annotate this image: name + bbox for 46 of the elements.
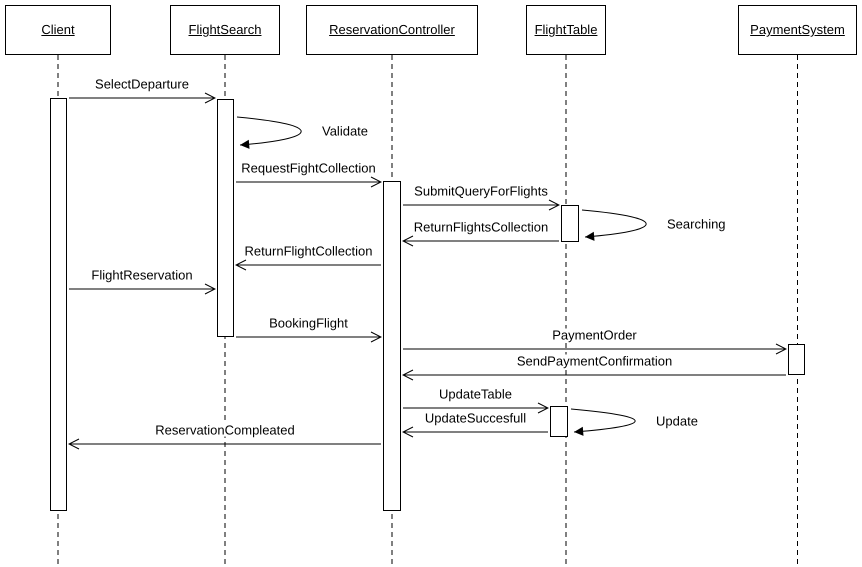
message-label: ReturnFlightsCollection	[412, 220, 550, 234]
object-name: FlightTable	[534, 21, 598, 40]
message-label: ReturnFlightCollection	[244, 244, 374, 258]
object-box	[526, 5, 606, 55]
object-box	[5, 5, 111, 55]
message-arrow	[402, 344, 786, 354]
activation-bar	[561, 205, 579, 242]
message-label: SelectDeparture	[94, 78, 190, 90]
activation-bar	[550, 406, 568, 437]
message-label: SendPaymentConfirmation	[516, 354, 674, 368]
message-label: Validate	[321, 124, 370, 138]
self-message-arrow	[570, 408, 636, 436]
object-name: ReservationController	[329, 21, 455, 40]
message-label: UpdateTable	[438, 388, 513, 400]
activation-bar	[217, 99, 234, 337]
message-arrow	[402, 402, 548, 414]
self-message-arrow	[236, 116, 302, 149]
message-label: Searching	[666, 217, 727, 230]
object-name: FlightSearch	[188, 21, 262, 40]
message-arrow	[236, 260, 382, 270]
self-message-arrow	[582, 210, 647, 241]
message-label: BookingFlight	[268, 316, 349, 330]
object-name: PaymentSystem	[750, 21, 845, 40]
message-label: RequestFightCollection	[240, 162, 377, 174]
message-label: SubmitQueryForFlights	[413, 184, 549, 198]
message-label: UpdateSuccesfull	[424, 412, 528, 424]
object-box	[306, 5, 478, 55]
message-arrow	[402, 236, 560, 246]
message-label: PaymentOrder	[551, 328, 638, 342]
activation-bar	[788, 344, 805, 375]
object-box	[170, 5, 280, 55]
message-arrow	[402, 200, 560, 210]
message-label: ReservationCompleated	[154, 424, 296, 436]
activation-bar	[383, 181, 401, 511]
message-arrow	[68, 438, 382, 450]
message-arrow	[236, 176, 382, 188]
message-arrow	[402, 426, 548, 438]
object-name: Client	[41, 21, 75, 40]
message-arrow	[68, 284, 216, 294]
message-label: Update	[655, 414, 699, 427]
object-box	[738, 5, 857, 55]
activation-bar	[50, 98, 67, 511]
message-arrow	[236, 332, 382, 342]
message-label: FlightReservation	[90, 268, 194, 282]
message-arrow	[68, 92, 216, 104]
message-arrow	[402, 370, 786, 380]
